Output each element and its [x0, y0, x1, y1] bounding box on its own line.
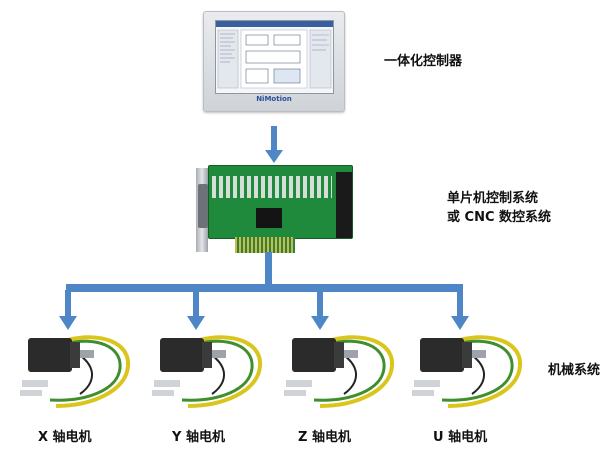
- hmi-screen-content: [216, 21, 333, 89]
- hmi-logo: NiMotion: [256, 95, 292, 103]
- arrow-down-icon: [265, 126, 283, 163]
- motor-z-image: [284, 335, 395, 408]
- arrow-down-icon: [187, 290, 205, 330]
- motor-x-image: [20, 335, 131, 408]
- pcb-components: [212, 176, 332, 198]
- motor-u-label: U 轴电机: [433, 430, 488, 445]
- motor-y-image: [152, 335, 263, 408]
- motor-z-label: Z 轴电机: [298, 430, 351, 445]
- mcu-system-label-line1: 单片机控制系统: [447, 191, 539, 206]
- motor-u-image: [412, 335, 523, 408]
- arrow-down-icon: [59, 290, 77, 330]
- arrow-down-icon: [311, 290, 329, 330]
- mechanical-system-label: 机械系统: [548, 363, 601, 378]
- pcb-chip: [256, 208, 282, 228]
- integrated-controller-image: NiMotion: [203, 11, 345, 112]
- pcb-header-connector: [336, 172, 352, 238]
- mcu-system-label-line2: 或 CNC 数控系统: [447, 210, 552, 225]
- hmi-screen: [215, 20, 334, 94]
- bus-stem: [265, 252, 272, 286]
- motor-x-label: X 轴电机: [38, 430, 92, 445]
- pcb-gold-fingers: [235, 237, 295, 253]
- arrow-down-icon: [451, 290, 469, 330]
- distribution-bus: [66, 284, 463, 292]
- integrated-controller-label: 一体化控制器: [384, 54, 463, 69]
- motor-y-label: Y 轴电机: [172, 430, 225, 445]
- pcb-dsub-connector: [198, 184, 208, 228]
